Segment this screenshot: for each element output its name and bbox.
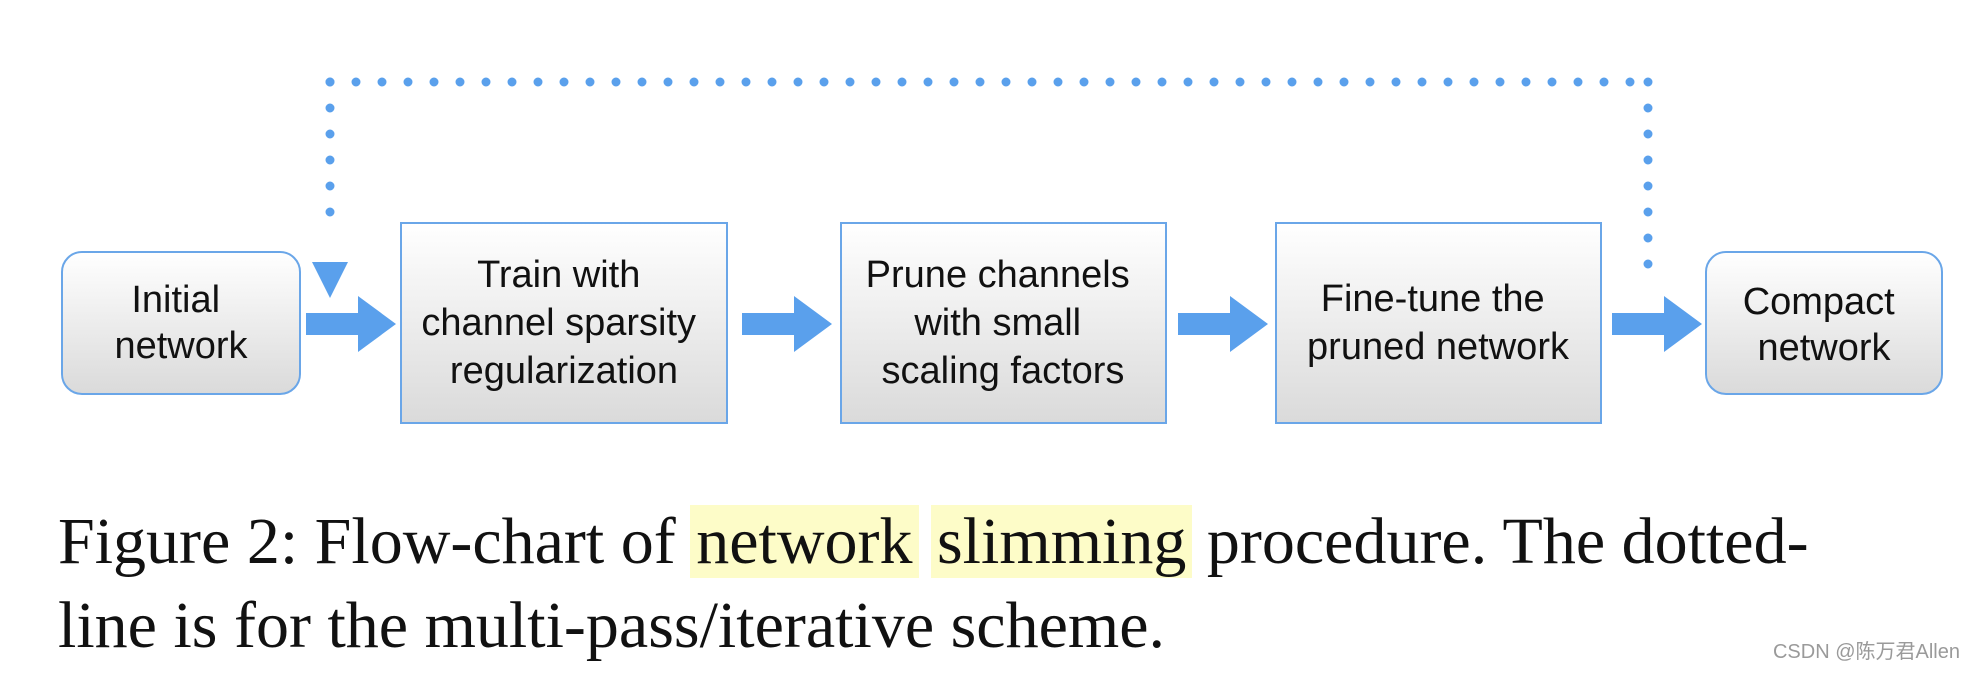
- figure-caption: Figure 2: Flow-chart of network slimming…: [58, 500, 1948, 668]
- caption-highlight-network: network: [690, 505, 919, 578]
- node-fine-tune: Fine-tune the pruned network: [1275, 222, 1602, 424]
- watermark: CSDN @陈万君Allen: [1772, 641, 1960, 663]
- feedback-arrowhead: [312, 262, 348, 298]
- arrow-initial-to-train: [306, 296, 396, 352]
- arrow-prune-to-finetune: [1178, 296, 1268, 352]
- node-initial-network-label: Initial network: [114, 279, 248, 367]
- node-train-sparsity: Train with channel sparsity regularizati…: [400, 222, 728, 424]
- node-initial-network: Initial network: [61, 251, 301, 395]
- dotted-feedback-loop: [312, 77, 1653, 298]
- caption-prefix: Figure 2: Flow-chart of: [58, 505, 693, 578]
- node-compact-network: Compact network: [1705, 251, 1943, 395]
- arrow-finetune-to-compact: [1612, 296, 1702, 352]
- node-compact-network-label: Compact network: [1743, 281, 1906, 369]
- caption-highlight-slimming: slimming: [931, 505, 1193, 578]
- node-train-sparsity-label: Train with channel sparsity regularizati…: [421, 254, 706, 392]
- node-fine-tune-label: Fine-tune the pruned network: [1307, 278, 1570, 368]
- caption-suffix: procedure. The dotted-: [1190, 505, 1809, 578]
- arrow-train-to-prune: [742, 296, 832, 352]
- caption-line-1: Figure 2: Flow-chart of network slimming…: [58, 500, 1948, 584]
- node-prune-channels-label: Prune channels with small scaling factor…: [866, 254, 1141, 392]
- node-prune-channels: Prune channels with small scaling factor…: [840, 222, 1167, 424]
- caption-line-2: line is for the multi-pass/iterative sch…: [58, 589, 1166, 662]
